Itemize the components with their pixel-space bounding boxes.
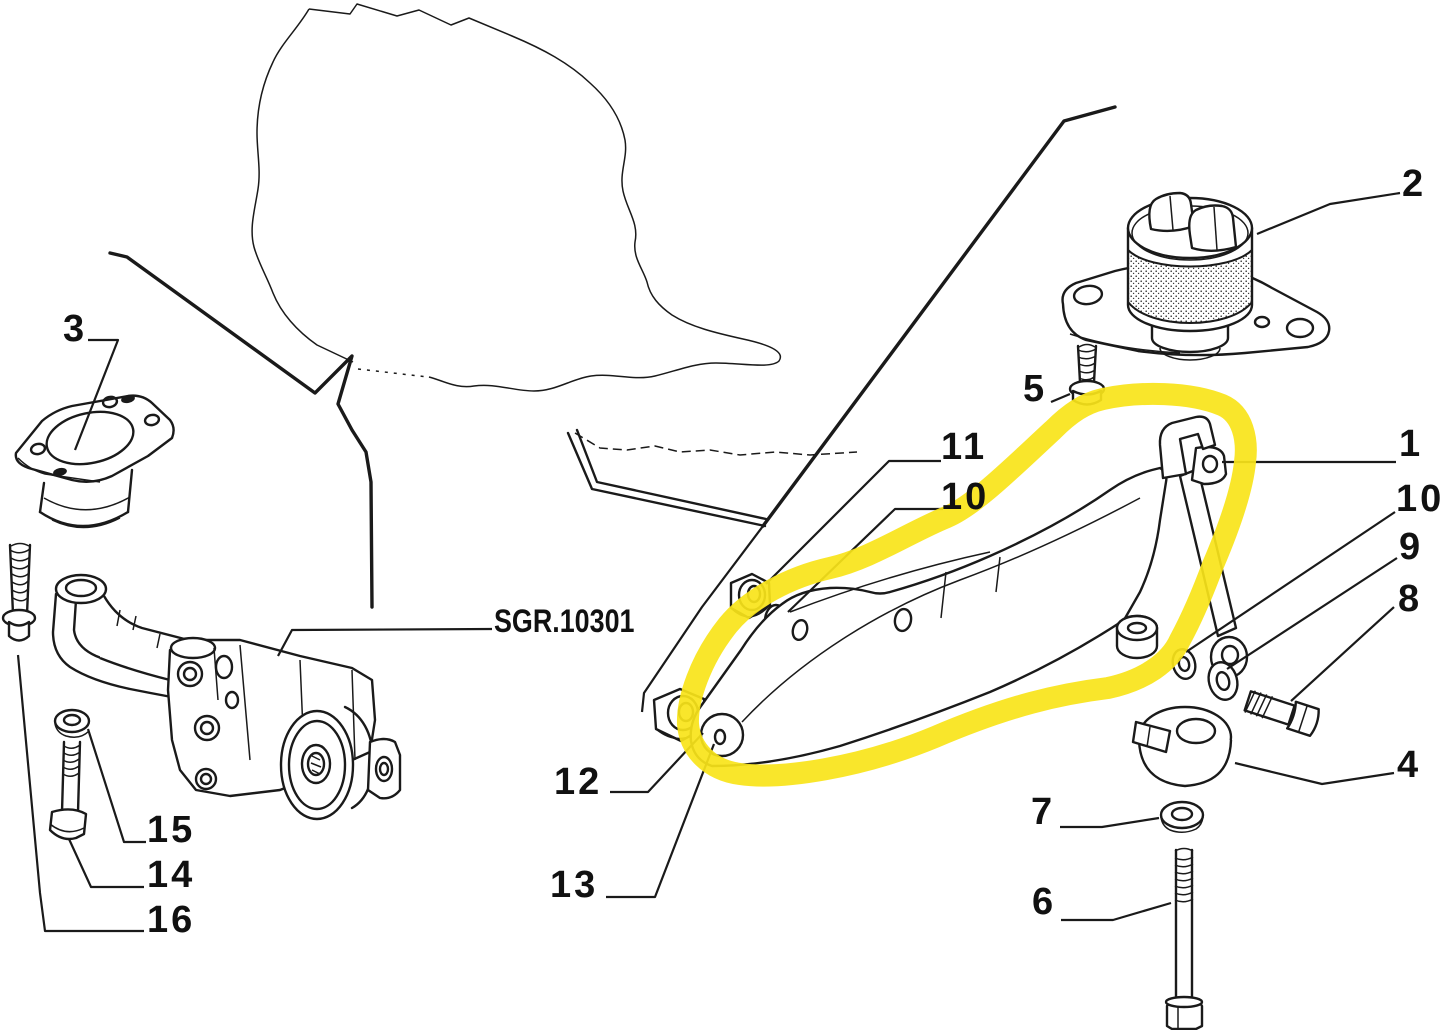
callout-1: 1 [1399, 423, 1424, 465]
bolt-6 [1164, 847, 1204, 1030]
leader-lines [16, 191, 1401, 933]
pin-end [1115, 614, 1159, 660]
engine-mount-left [14, 394, 175, 529]
callout-13: 13 [550, 864, 599, 906]
callout-10-left: 10 [941, 476, 990, 518]
callout-16: 16 [147, 899, 196, 941]
pointer-line-mount-group [566, 105, 1117, 713]
callout-2: 2 [1402, 163, 1427, 205]
washer-15 [53, 708, 91, 738]
callout-10-right: 10 [1396, 478, 1445, 520]
callout-14: 14 [147, 854, 196, 896]
engine-outline [251, 3, 858, 456]
callout-15: 15 [147, 809, 196, 851]
callout-11: 11 [941, 426, 988, 468]
screw-16 [1, 542, 37, 642]
callout-12: 12 [554, 761, 603, 803]
pointer-line-engine [108, 251, 374, 609]
callout-9: 9 [1399, 526, 1424, 568]
washer-9 [1207, 661, 1239, 701]
callout-5: 5 [1023, 368, 1048, 410]
engine-mount-right [1061, 191, 1331, 361]
washer-7 [1159, 800, 1205, 833]
bolt-14 [48, 740, 88, 841]
tensioner-pump-assembly [51, 573, 402, 821]
reference-code-label: SGR.10301 [494, 603, 635, 639]
callout-6: 6 [1032, 881, 1057, 923]
bolt-8 [1243, 690, 1320, 738]
highlight-loop [676, 382, 1257, 787]
callout-3: 3 [63, 308, 88, 350]
callout-4: 4 [1397, 744, 1422, 786]
clamp-4 [1131, 705, 1233, 788]
callout-7: 7 [1031, 791, 1056, 833]
callout-8: 8 [1398, 578, 1423, 620]
